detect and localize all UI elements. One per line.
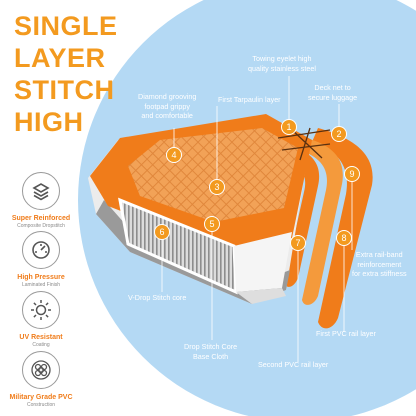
- callout-text: First PVC rail layer: [316, 329, 376, 338]
- callout-text: Diamond grooving: [138, 92, 197, 101]
- side-rail: [234, 232, 292, 292]
- feature-sublabel: Coating: [32, 342, 50, 348]
- marker-num-9: 9: [349, 169, 354, 179]
- callout-text: and comfortable: [141, 111, 193, 120]
- feature-high-pressure: High Pressure Laminated Finish: [7, 231, 75, 289]
- layered-board-icon: [22, 172, 60, 210]
- callout-towing-eyelet: Towing eyelet high quality stainless ste…: [248, 54, 316, 73]
- feature-super-reinforced: Super Reinforced Composite Dropstitch: [7, 172, 75, 230]
- callout-text: Base Cloth: [192, 351, 229, 361]
- marker-num-6: 6: [159, 227, 164, 237]
- feature-uv-resistant: UV Resistant Coating: [7, 291, 75, 349]
- callout-text: V-Drop Stitch core: [128, 293, 187, 302]
- marker-num-4: 4: [171, 150, 176, 160]
- feature-sublabel: Laminated Finish: [21, 282, 61, 288]
- marker-num-7: 7: [295, 238, 300, 248]
- side-rail-shadow: [236, 288, 286, 304]
- callout-text: Drop Stitch Core: [184, 342, 238, 351]
- feature-sublabel: Construction: [26, 402, 56, 408]
- callout-second-pvc-rail: Second PVC rail layer: [258, 360, 328, 370]
- headline: SINGLE LAYER STITCH HIGH: [14, 10, 118, 138]
- feature-label: UV Resistant: [19, 334, 63, 341]
- headline-line: HIGH: [14, 107, 84, 137]
- rail-band-inner: [284, 146, 320, 287]
- feature-label: Military Grade PVC: [9, 394, 73, 401]
- marker-num-8: 8: [341, 233, 346, 243]
- callout-text: quality stainless steel: [248, 63, 316, 73]
- callout-text: Deck net to: [314, 83, 351, 92]
- marker-num-3: 3: [214, 182, 219, 192]
- feature-label: High Pressure: [17, 274, 65, 281]
- deck-net: [277, 127, 331, 161]
- callout-first-tarpaulin: First Tarpaulin layer: [218, 95, 281, 105]
- callout-text: secure luggage: [308, 92, 358, 102]
- pvc-mesh-icon: [22, 351, 60, 389]
- callout-text: footpad grippy: [144, 101, 190, 111]
- pressure-gauge-icon: [22, 231, 60, 269]
- feature-sublabel: Composite Dropstitch: [17, 223, 65, 229]
- callout-text: Towing eyelet high: [252, 54, 312, 63]
- callout-text: for extra stiffness: [352, 269, 407, 278]
- callout-text: Second PVC rail layer: [258, 360, 329, 369]
- headline-line: LAYER: [14, 43, 106, 73]
- rail-band-middle: [300, 138, 343, 305]
- callout-text: Extra rail-band: [355, 250, 403, 259]
- callout-deck-net: Deck net to secure luggage: [308, 83, 357, 102]
- headline-line: SINGLE: [14, 11, 118, 41]
- callout-text: First Tarpaulin layer: [218, 95, 281, 104]
- marker-num-5: 5: [209, 219, 214, 229]
- uv-sun-icon: [22, 291, 60, 329]
- feature-label: Super Reinforced: [11, 215, 71, 222]
- callout-diamond-grooving: Diamond grooving footpad grippy and comf…: [138, 92, 196, 121]
- callout-text: reinforcement: [357, 259, 402, 269]
- headline-line: STITCH: [14, 75, 115, 105]
- feature-military-grade-pvc: Military Grade PVC Construction: [7, 351, 75, 409]
- callout-first-pvc-rail: First PVC rail layer: [316, 329, 376, 339]
- callout-drop-stitch-base: Drop Stitch Core Base Cloth: [184, 342, 237, 361]
- callout-markers: 1 2 3 4 5 6 7 8 9: [154, 119, 360, 251]
- callout-extra-rail-band: Extra rail-band reinforcement for extra …: [352, 250, 407, 279]
- marker-num-1: 1: [286, 122, 291, 132]
- callout-v-drop-stitch: V-Drop Stitch core: [128, 293, 186, 303]
- marker-num-2: 2: [336, 129, 341, 139]
- drop-stitch-core: [120, 200, 236, 292]
